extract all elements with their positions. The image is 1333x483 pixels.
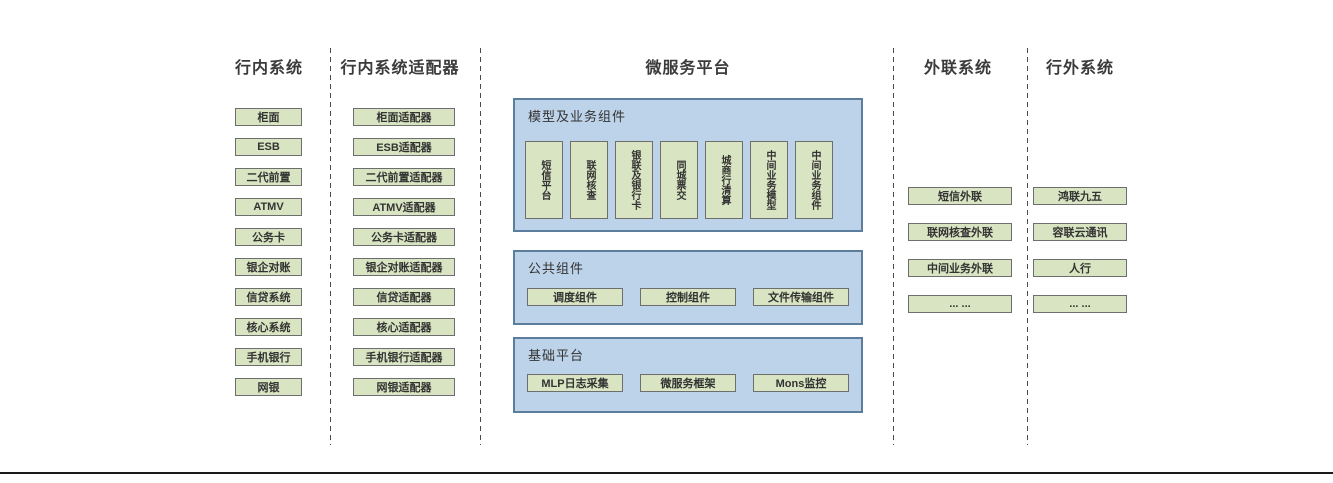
column-title-external-systems: 行外系统 xyxy=(1045,60,1114,77)
system-box: 二代前置 xyxy=(235,168,302,186)
component-box: 文件传输组件 xyxy=(753,288,849,306)
adapter-box: 柜面适配器 xyxy=(353,108,455,126)
panel-base-platform: 基础平台 MLP日志采集 微服务框架 Mons监控 xyxy=(513,337,863,413)
component-box: Mons监控 xyxy=(753,374,849,392)
system-box: ESB xyxy=(235,138,302,156)
external-box: 容联云通讯 xyxy=(1033,223,1127,241)
external-box: ... ... xyxy=(1033,295,1127,313)
component-box: 调度组件 xyxy=(527,288,623,306)
component-box: 中间业务组件 xyxy=(795,141,833,219)
component-box: 短信平台 xyxy=(525,141,563,219)
column-title-internal-systems: 行内系统 xyxy=(234,60,303,77)
outreach-box: 联网核查外联 xyxy=(908,223,1012,241)
component-box: 城商行清算 xyxy=(705,141,743,219)
column-title-outreach-systems: 外联系统 xyxy=(923,60,992,77)
system-box: 柜面 xyxy=(235,108,302,126)
dashed-separator xyxy=(330,48,331,445)
dashed-separator xyxy=(893,48,894,445)
component-box: 银联及银行卡 xyxy=(615,141,653,219)
system-box: 网银 xyxy=(235,378,302,396)
component-row: 调度组件 控制组件 文件传输组件 xyxy=(527,288,849,306)
adapter-box: 手机银行适配器 xyxy=(353,348,455,366)
adapter-box: ATMV适配器 xyxy=(353,198,455,216)
component-box: MLP日志采集 xyxy=(527,374,623,392)
adapter-box: ESB适配器 xyxy=(353,138,455,156)
outreach-box: 短信外联 xyxy=(908,187,1012,205)
adapter-box: 银企对账适配器 xyxy=(353,258,455,276)
component-box: 联网核查 xyxy=(570,141,608,219)
component-box: 同城票交 xyxy=(660,141,698,219)
panel-label: 基础平台 xyxy=(528,348,585,363)
column-title-microservice-platform: 微服务平台 xyxy=(645,60,731,77)
component-row: MLP日志采集 微服务框架 Mons监控 xyxy=(527,374,849,392)
dashed-separator xyxy=(480,48,481,445)
system-box: 公务卡 xyxy=(235,228,302,246)
system-box: 手机银行 xyxy=(235,348,302,366)
outreach-box: ... ... xyxy=(908,295,1012,313)
panel-label: 公共组件 xyxy=(528,261,585,276)
bottom-rule xyxy=(0,472,1333,474)
component-box: 控制组件 xyxy=(640,288,736,306)
system-box: 信贷系统 xyxy=(235,288,302,306)
outreach-box: 中间业务外联 xyxy=(908,259,1012,277)
adapter-box: 二代前置适配器 xyxy=(353,168,455,186)
component-box: 微服务框架 xyxy=(640,374,736,392)
adapter-box: 核心适配器 xyxy=(353,318,455,336)
panel-model-business-components: 模型及业务组件 短信平台 联网核查 银联及银行卡 同城票交 城商行清算 中间业务… xyxy=(513,98,863,232)
panel-common-components: 公共组件 调度组件 控制组件 文件传输组件 xyxy=(513,250,863,325)
adapter-box: 信贷适配器 xyxy=(353,288,455,306)
component-box: 中间业务模型 xyxy=(750,141,788,219)
panel-label: 模型及业务组件 xyxy=(528,109,627,124)
adapter-box: 网银适配器 xyxy=(353,378,455,396)
external-box: 人行 xyxy=(1033,259,1127,277)
system-box: 银企对账 xyxy=(235,258,302,276)
dashed-separator xyxy=(1027,48,1028,445)
system-box: ATMV xyxy=(235,198,302,216)
external-box: 鸿联九五 xyxy=(1033,187,1127,205)
vertical-component-row: 短信平台 联网核查 银联及银行卡 同城票交 城商行清算 中间业务模型 中间业务组… xyxy=(525,141,833,219)
column-title-internal-adapters: 行内系统适配器 xyxy=(340,60,460,77)
adapter-box: 公务卡适配器 xyxy=(353,228,455,246)
system-box: 核心系统 xyxy=(235,318,302,336)
